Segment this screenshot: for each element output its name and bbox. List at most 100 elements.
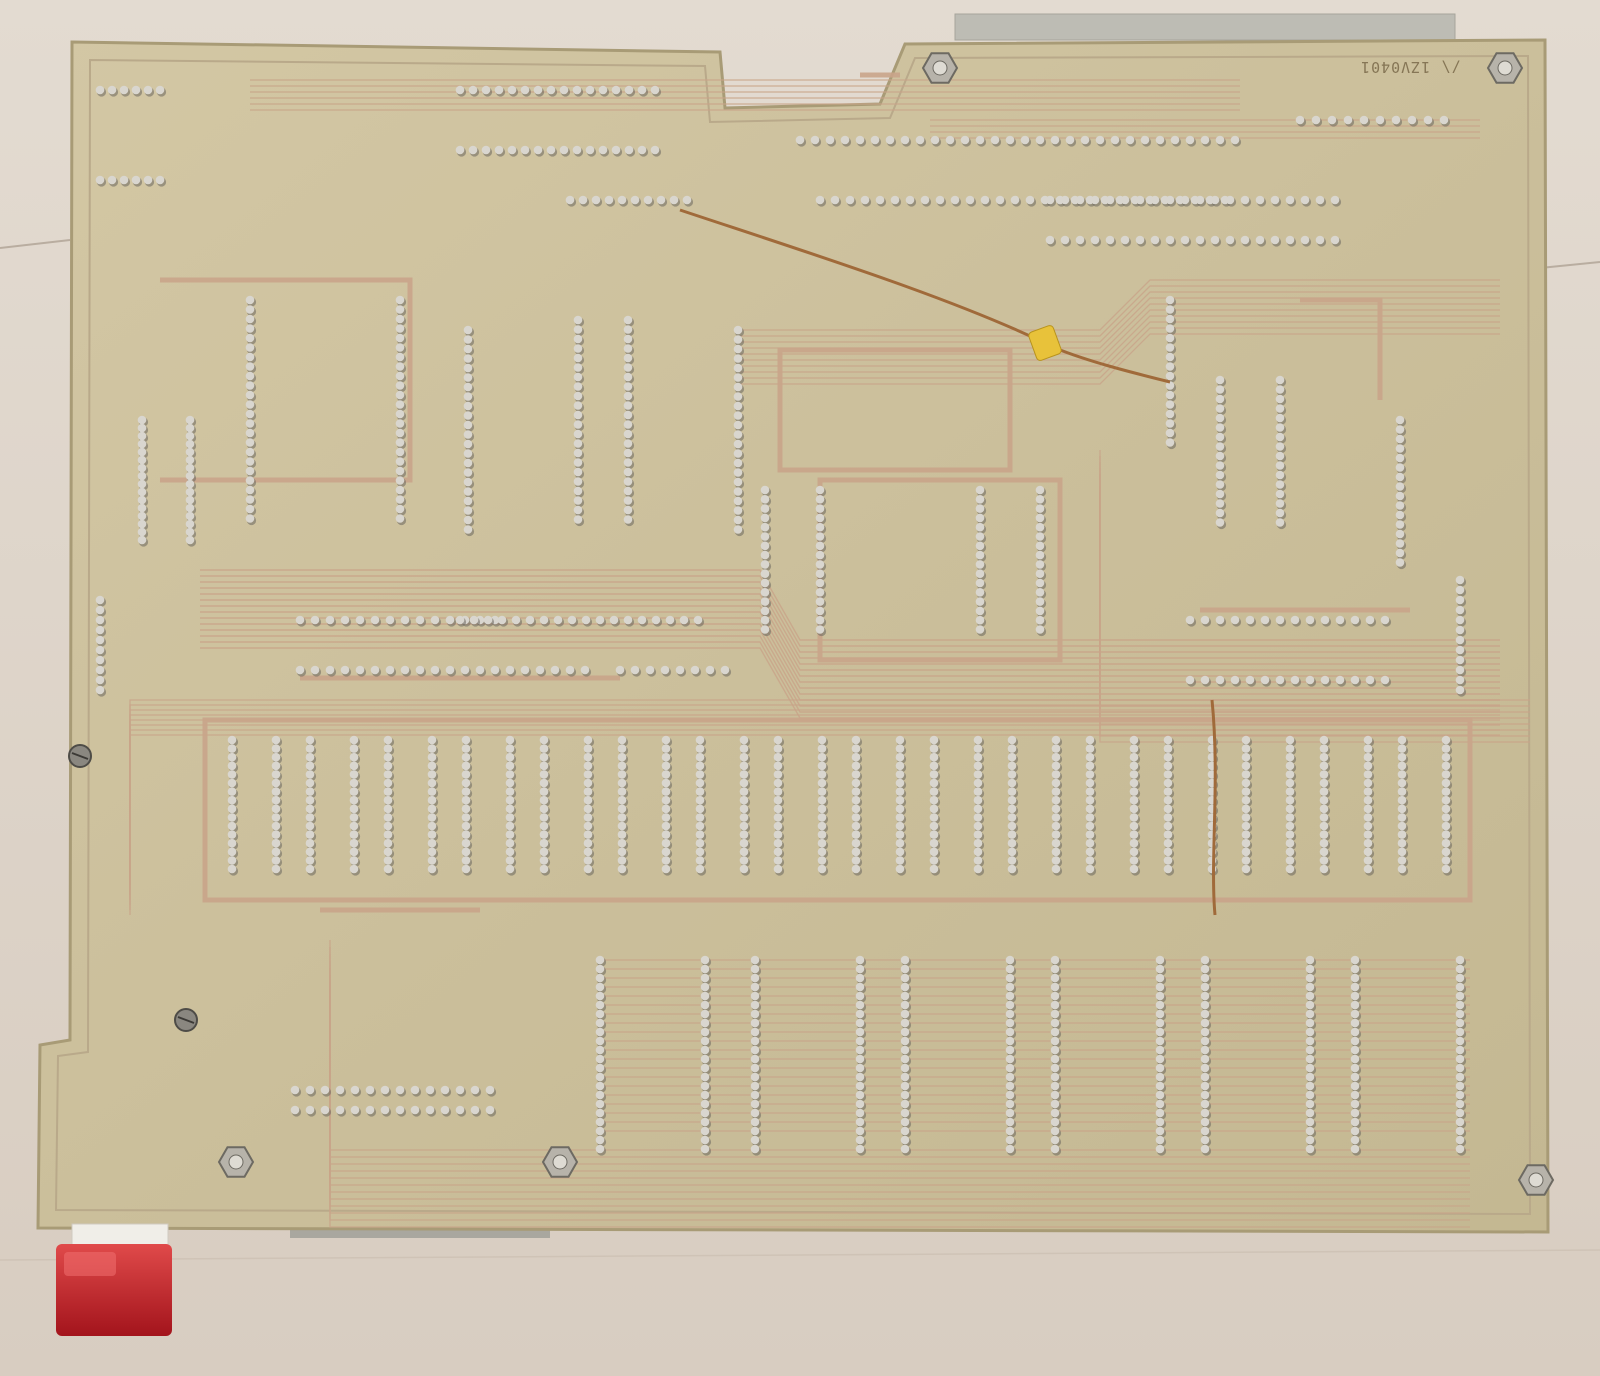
- solder-pad: [1455, 655, 1465, 665]
- solder-pad: [1050, 991, 1060, 1001]
- solder-pad: [1150, 195, 1160, 205]
- solder-pad: [1050, 1144, 1060, 1154]
- solder-pad: [271, 735, 281, 745]
- solder-pad: [461, 838, 471, 848]
- solder-pad: [661, 856, 671, 865]
- solder-pad: [1441, 838, 1451, 848]
- solder-pad: [1005, 1117, 1015, 1127]
- solder-pad: [1005, 1072, 1015, 1082]
- solder-pad: [271, 821, 281, 831]
- solder-pad: [739, 838, 749, 848]
- solder-pad: [497, 615, 507, 625]
- solder-pad: [945, 135, 955, 145]
- solder-pad: [463, 335, 473, 344]
- solder-pad: [1343, 115, 1353, 125]
- solder-pad: [572, 85, 582, 95]
- solder-pad: [573, 496, 583, 505]
- solder-pad: [929, 838, 939, 848]
- solder-pad: [1441, 813, 1451, 822]
- solder-pad: [851, 795, 861, 805]
- solder-pad: [395, 504, 405, 514]
- solder-pad: [583, 804, 593, 814]
- solder-pad: [656, 195, 666, 205]
- solder-pad: [340, 665, 350, 675]
- solder-pad: [461, 847, 471, 857]
- solder-pad: [95, 85, 105, 95]
- solder-pad: [1155, 1126, 1165, 1136]
- solder-pad: [461, 821, 471, 831]
- solder-pad: [760, 625, 770, 634]
- solder-pad: [817, 735, 827, 745]
- solder-pad: [1363, 752, 1373, 762]
- solder-pad: [395, 314, 405, 324]
- solder-pad: [461, 813, 471, 822]
- solder-pad: [227, 770, 237, 779]
- copper-trace: [200, 611, 1500, 683]
- solder-pad: [227, 856, 237, 865]
- solder-pad: [815, 541, 825, 551]
- solder-pad: [463, 363, 473, 373]
- solder-pad: [430, 665, 440, 675]
- solder-pad: [733, 335, 743, 344]
- solder-pad: [595, 1144, 605, 1154]
- solder-pad: [623, 315, 633, 325]
- solder-pad: [975, 135, 985, 145]
- solder-pad: [1005, 1000, 1015, 1010]
- solder-pad: [1285, 821, 1295, 831]
- solder-pad: [533, 145, 543, 155]
- solder-pad: [855, 1135, 865, 1145]
- solder-pad: [695, 856, 705, 865]
- solder-pad: [1051, 830, 1061, 839]
- solder-pad: [750, 991, 760, 1001]
- solder-pad: [305, 838, 315, 848]
- solder-pad: [895, 761, 905, 771]
- solder-pad: [1285, 864, 1295, 874]
- solder-pad: [623, 372, 633, 382]
- solder-pad: [661, 838, 671, 848]
- solder-pad: [1363, 744, 1373, 753]
- solder-pad: [383, 744, 393, 753]
- solder-pad: [900, 1117, 910, 1127]
- solder-pad: [427, 830, 437, 839]
- solder-pad: [855, 1054, 865, 1064]
- solder-pad: [137, 455, 147, 465]
- solder-pad: [815, 578, 825, 588]
- solder-pad: [349, 778, 359, 788]
- solder-pad: [1363, 813, 1373, 822]
- solder-pad: [1051, 735, 1061, 745]
- solder-pad: [137, 415, 147, 425]
- solder-pad: [1380, 675, 1390, 685]
- solder-pad: [1215, 394, 1225, 404]
- solder-pad: [1319, 787, 1329, 796]
- solder-pad: [930, 135, 940, 145]
- solder-pad: [739, 778, 749, 788]
- solder-pad: [1005, 1090, 1015, 1100]
- solder-pad: [1375, 115, 1385, 125]
- solder-pad: [870, 135, 880, 145]
- solder-pad: [107, 175, 117, 185]
- solder-pad: [895, 830, 905, 839]
- solder-pad: [815, 504, 825, 513]
- solder-pad: [185, 479, 195, 489]
- solder-pad: [1319, 847, 1329, 857]
- solder-pad: [591, 195, 601, 205]
- solder-pad: [595, 1099, 605, 1109]
- solder-pad: [573, 363, 583, 372]
- solder-pad: [661, 847, 671, 857]
- solder-pad: [1395, 510, 1405, 520]
- solder-pad: [1051, 770, 1061, 779]
- solder-pad: [695, 778, 705, 788]
- solder-pad: [1319, 761, 1329, 771]
- solder-pad: [929, 864, 939, 874]
- solder-pad: [539, 813, 549, 822]
- screw-center: [228, 1154, 244, 1170]
- floor-plank-seam: [1539, 261, 1600, 269]
- solder-pad: [1455, 595, 1465, 605]
- solder-pad: [1275, 385, 1285, 394]
- solder-pad: [1065, 135, 1075, 145]
- solder-pad: [1350, 1072, 1360, 1082]
- solder-pad: [573, 515, 583, 524]
- solder-pad: [325, 665, 335, 675]
- solder-pad: [295, 615, 305, 625]
- solder-pad: [1285, 856, 1295, 865]
